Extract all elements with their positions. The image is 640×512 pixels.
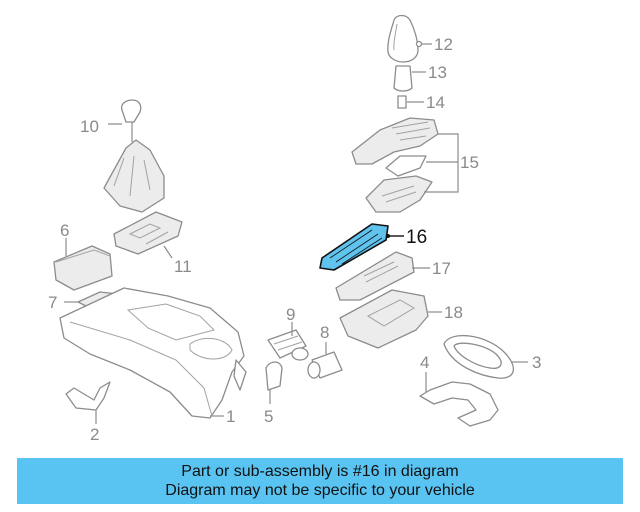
part-15-shifter-bezel [351, 117, 459, 213]
callout-3: 3 [532, 353, 541, 372]
info-banner: Part or sub-assembly is #16 in diagram D… [17, 458, 623, 504]
part-13-knob-sleeve [393, 65, 426, 92]
part-1-center-console [59, 287, 247, 419]
callout-10: 10 [80, 117, 99, 136]
part-12-shift-knob [387, 14, 432, 63]
callout-1: 1 [226, 407, 235, 426]
part-8-lighter [307, 342, 343, 379]
callout-12: 12 [434, 35, 453, 54]
callout-18: 18 [444, 303, 463, 322]
callout-2: 2 [90, 425, 99, 444]
callout-4: 4 [420, 353, 429, 372]
part-5-clip [265, 361, 283, 404]
callout-9: 9 [286, 305, 295, 324]
callout-7: 7 [48, 293, 57, 312]
part-9-lighter-socket [267, 322, 309, 361]
callout-6: 6 [60, 221, 69, 240]
callout-8: 8 [320, 323, 329, 342]
part-2-bracket [65, 381, 111, 424]
callout-15: 15 [460, 153, 479, 172]
part-3-boot-ring [443, 334, 528, 379]
part-16-indicator-plate [319, 223, 404, 271]
part-4-cable-bracket [419, 372, 499, 427]
callout-16: 16 [406, 227, 427, 248]
part-18-shifter-base [339, 289, 442, 349]
callout-14: 14 [426, 93, 445, 112]
part-10-shift-boot [103, 99, 165, 213]
part-17-trim-plate [335, 251, 430, 301]
part-11-switch-panel [113, 211, 183, 259]
callout-17: 17 [432, 259, 451, 278]
banner-line-2: Diagram may not be specific to your vehi… [165, 482, 475, 499]
part-14-clip [397, 95, 424, 109]
callout-11: 11 [174, 257, 192, 276]
part-6-storage-bin [53, 238, 113, 291]
banner-line-1: Part or sub-assembly is #16 in diagram [181, 463, 459, 480]
parts-diagram: 1 2 3 4 5 6 7 8 9 10 11 12 13 14 15 16 1… [48, 14, 541, 444]
callout-5: 5 [264, 407, 273, 426]
callout-13: 13 [428, 63, 447, 82]
